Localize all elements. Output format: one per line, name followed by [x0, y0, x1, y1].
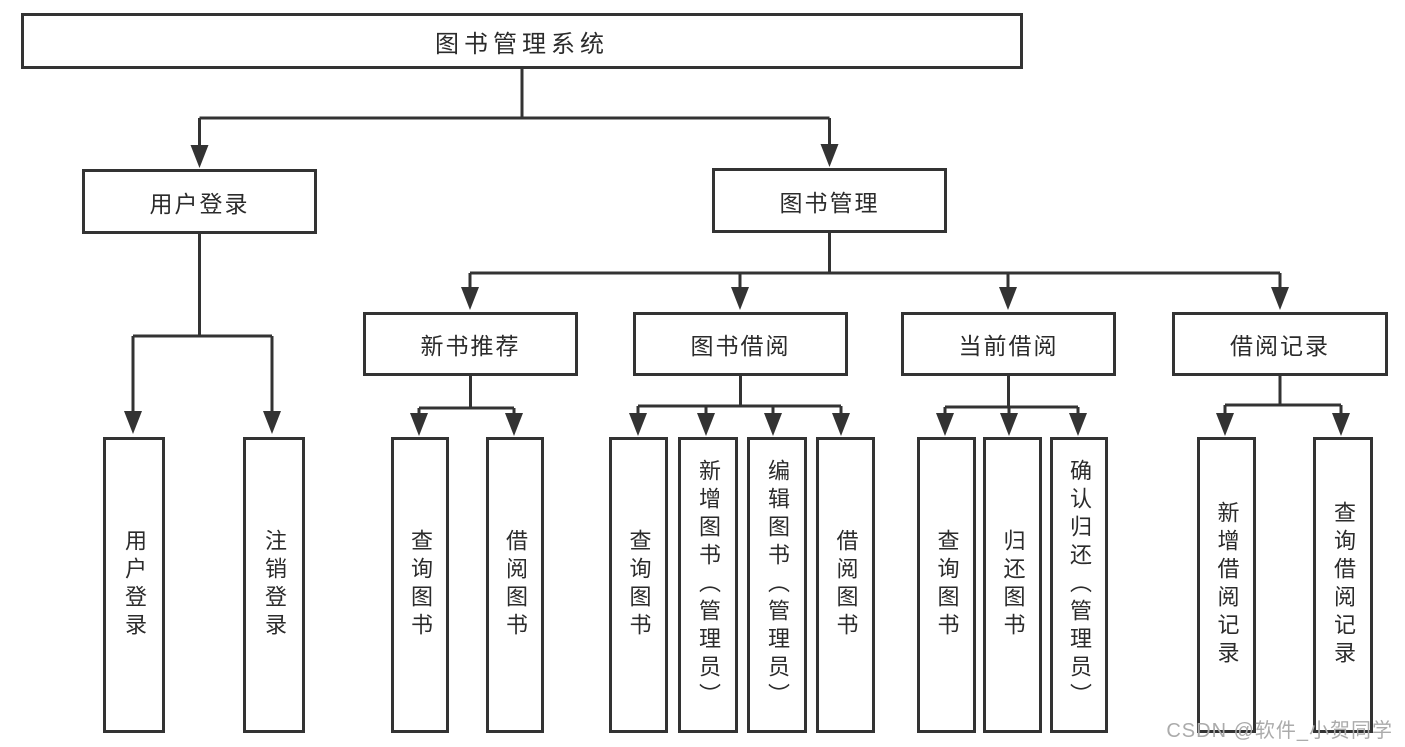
node-borrowing-records: 借阅记录	[1172, 312, 1388, 376]
node-user-login: 用户登录	[82, 169, 317, 234]
csdn-watermark: CSDN @软件_小贺同学	[1166, 720, 1393, 742]
leaf-query-books: 查询图书	[609, 437, 668, 733]
leaf-logout: 注销登录	[243, 437, 305, 733]
leaf-return-books: 归还图书	[983, 437, 1042, 733]
leaf-edit-books-admin: 编辑图书（管理员）	[747, 437, 807, 733]
node-book-borrowing: 图书借阅	[633, 312, 848, 376]
node-library-management-system: 图书管理系统	[21, 13, 1023, 69]
leaf-query-borrow-record: 查询借阅记录	[1313, 437, 1373, 733]
leaf-borrow-books: 借阅图书	[816, 437, 875, 733]
leaf-add-borrow-record: 新增借阅记录	[1197, 437, 1256, 733]
node-current-borrowing: 当前借阅	[901, 312, 1116, 376]
node-book-management: 图书管理	[712, 168, 947, 233]
leaf-query-current-books: 查询图书	[917, 437, 976, 733]
leaf-add-books-admin: 新增图书（管理员）	[678, 437, 738, 733]
node-new-book-recommend: 新书推荐	[363, 312, 578, 376]
leaf-query-books-recommend: 查询图书	[391, 437, 449, 733]
leaf-user-login: 用户登录	[103, 437, 165, 733]
leaf-borrow-books-recommend: 借阅图书	[486, 437, 544, 733]
leaf-confirm-return-admin: 确认归还（管理员）	[1050, 437, 1108, 733]
